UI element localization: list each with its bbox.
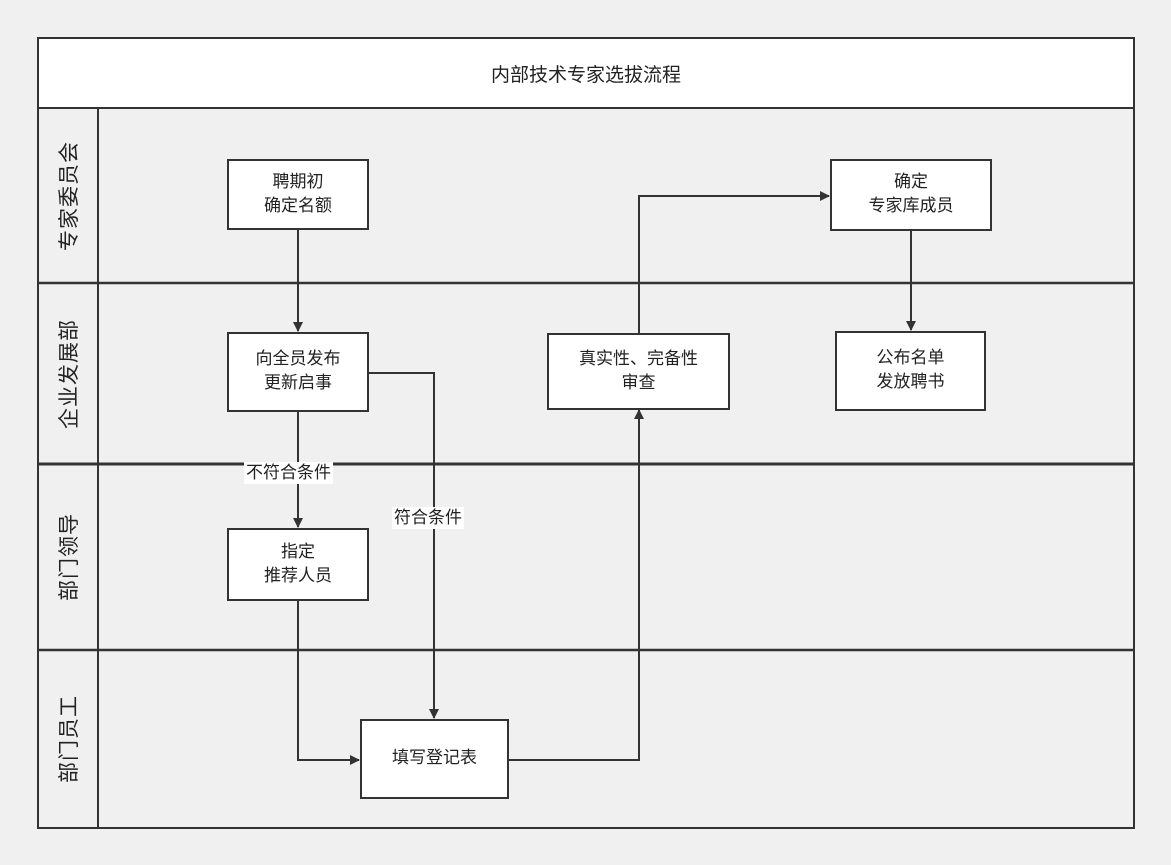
- edge-n3-n7: [369, 372, 439, 719]
- edge-label-qualified: 符合条件: [392, 507, 464, 529]
- lane-label-staff: 部门员工: [38, 650, 98, 828]
- node-confirm-expert-pool: 确定 专家库成员: [830, 159, 992, 231]
- edge-n6-n7: [297, 601, 360, 765]
- lane-label-dev: 企业发展部: [38, 283, 98, 464]
- node-determine-quota: 聘期初 确定名额: [227, 159, 369, 230]
- lane-label-text: 部门领导: [57, 513, 81, 601]
- lane-label-text: 部门员工: [57, 695, 81, 783]
- edge-n7-n4: [509, 409, 644, 761]
- lane-label-text: 专家委员会: [57, 140, 81, 251]
- edge-label-not-qualified: 不符合条件: [244, 462, 333, 484]
- node-publish-notice: 向全员发布 更新启事: [227, 332, 369, 412]
- node-designate-candidates: 指定 推荐人员: [227, 528, 369, 601]
- edge-n4-n2: [638, 191, 830, 333]
- node-fill-form: 填写登记表: [360, 719, 509, 799]
- lane-label-committee: 专家委员会: [38, 108, 98, 283]
- lane-label-leader: 部门领导: [38, 464, 98, 650]
- node-verification-review: 真实性、完备性 审查: [547, 333, 730, 410]
- title-bar: [37, 37, 1135, 109]
- diagram-frame: [37, 37, 1135, 829]
- diagram-title: 内部技术专家选拔流程: [490, 63, 681, 86]
- node-announce-list: 公布名单 发放聘书: [835, 331, 986, 411]
- lane-label-text: 企业发展部: [57, 318, 81, 429]
